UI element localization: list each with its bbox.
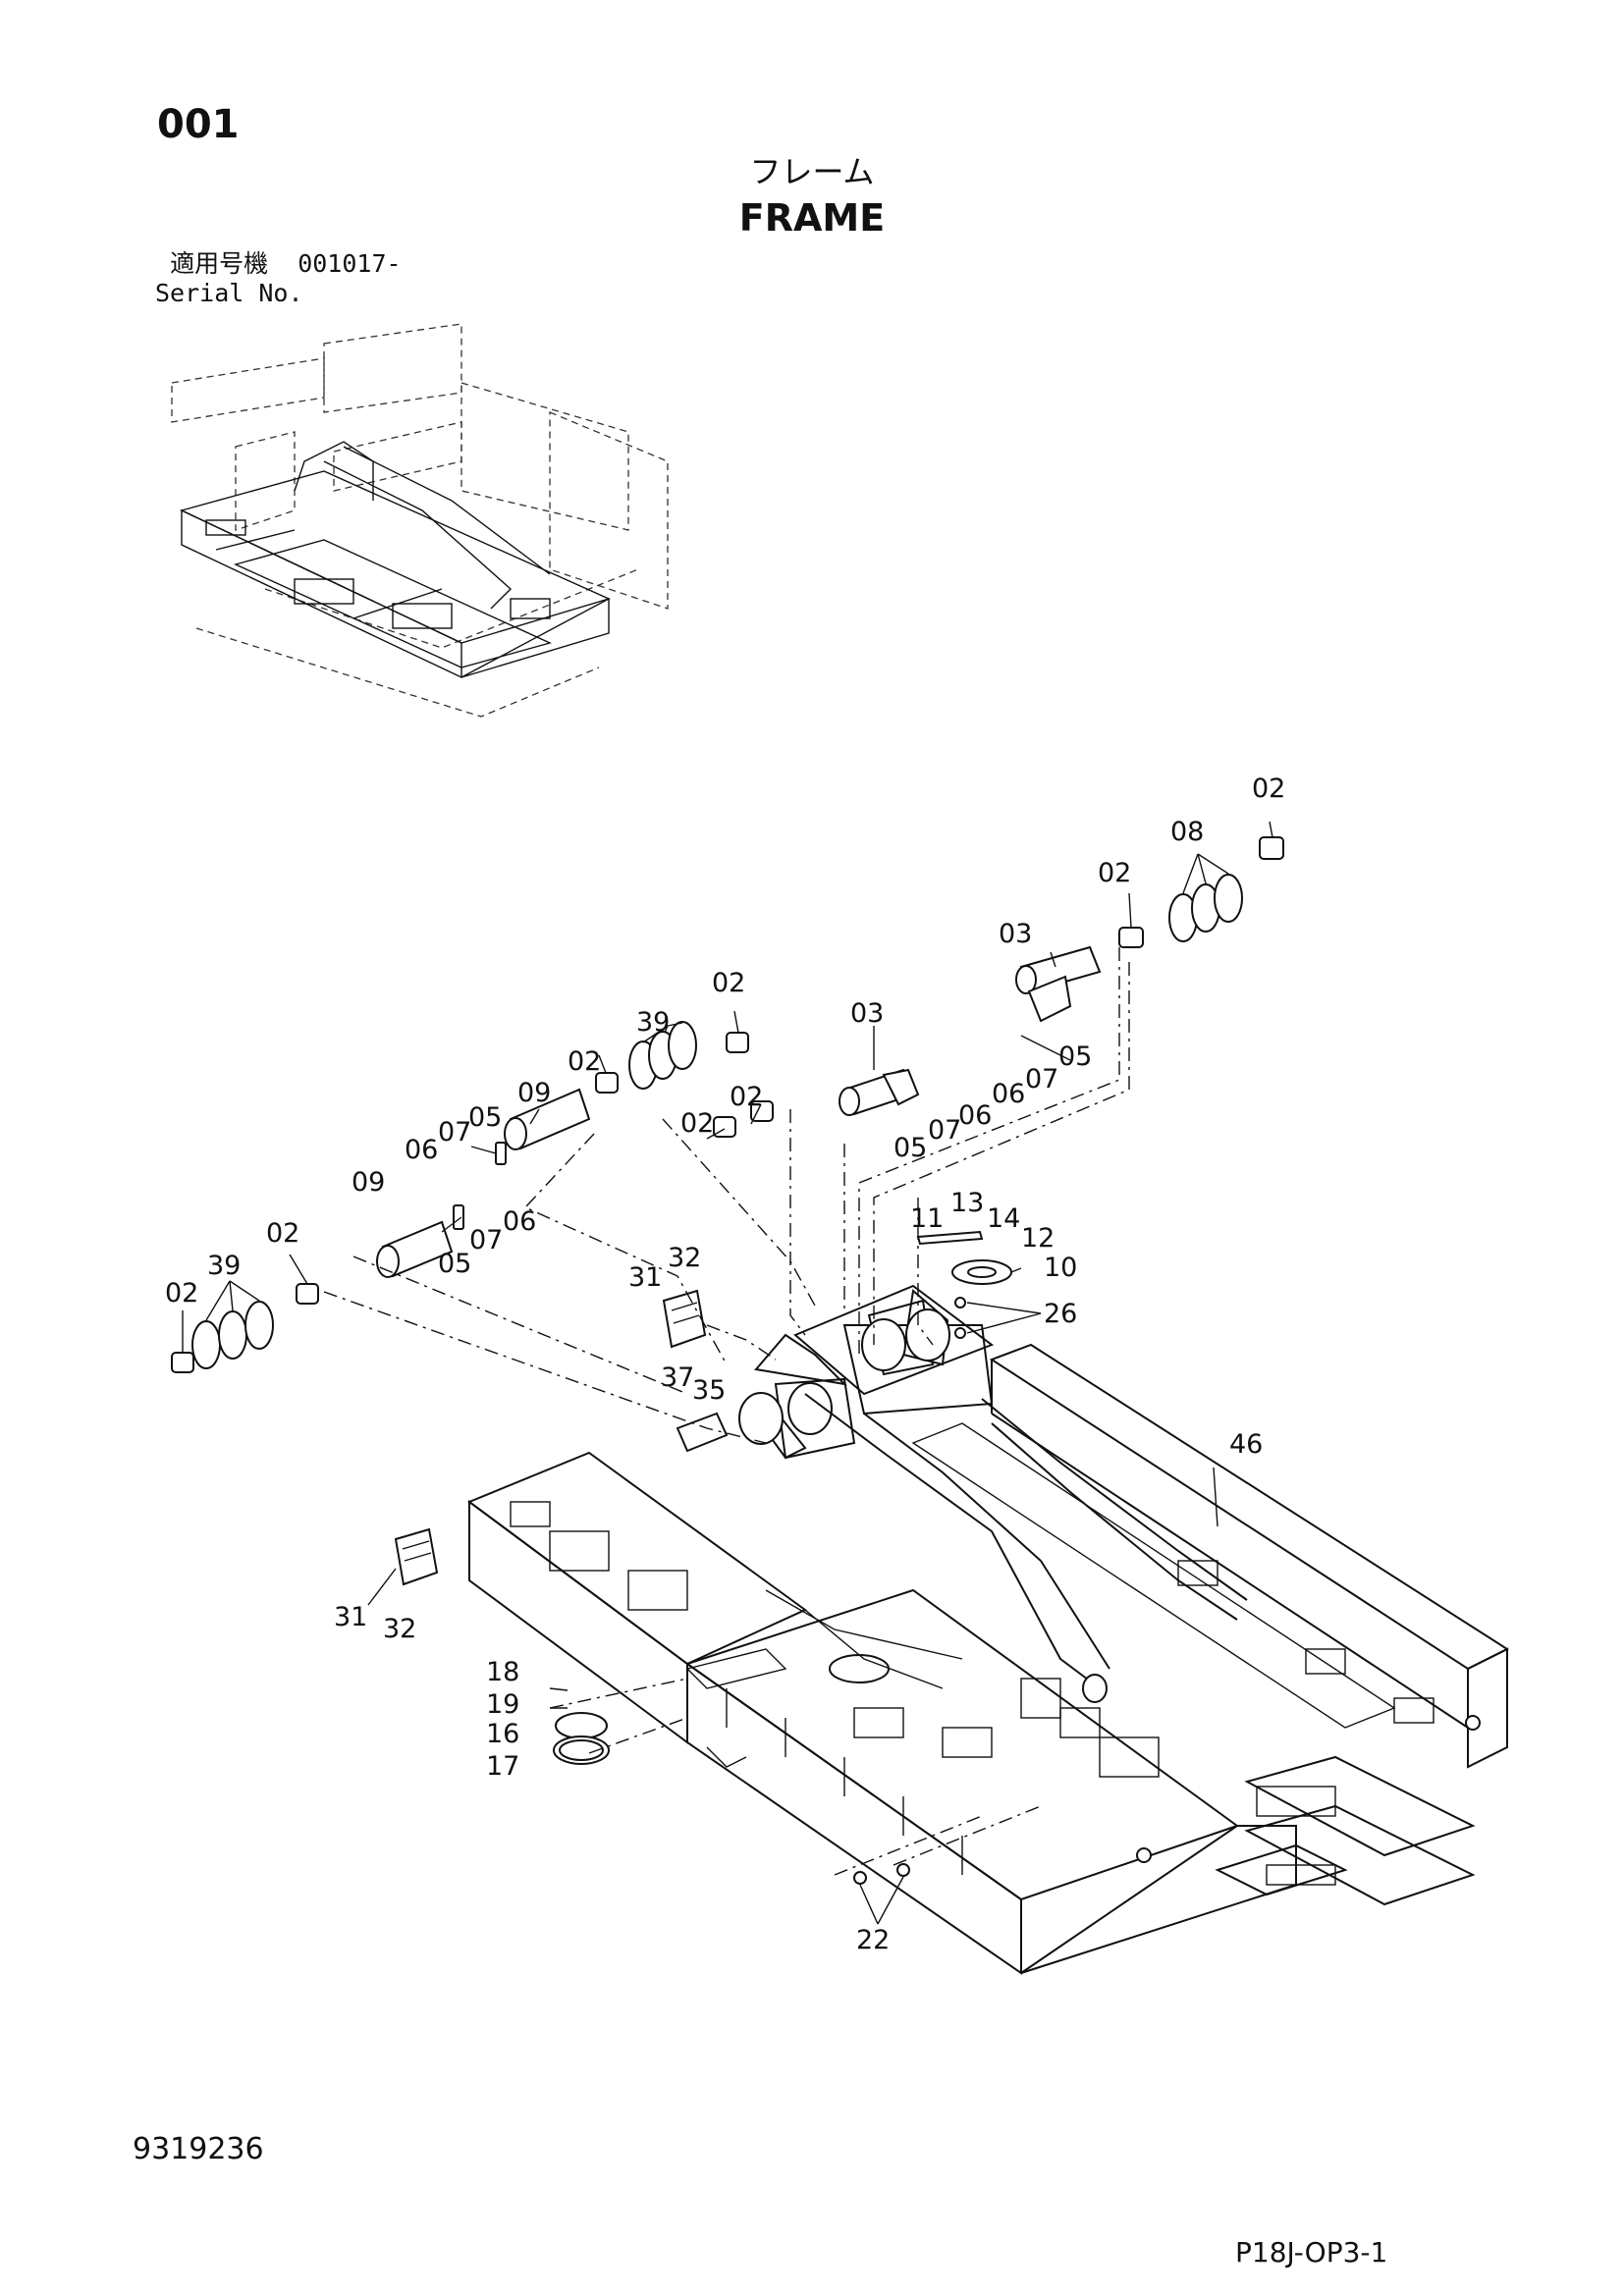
callout-05: 05 — [438, 1249, 471, 1279]
callout-13: 13 — [950, 1188, 984, 1218]
callout-09: 09 — [352, 1167, 385, 1198]
callout-05: 05 — [893, 1133, 927, 1163]
callout-06: 06 — [958, 1100, 992, 1131]
callout-39: 39 — [207, 1251, 241, 1281]
callout-02: 02 — [1098, 858, 1131, 888]
callout-12: 12 — [1021, 1223, 1055, 1254]
callout-08: 08 — [1170, 817, 1204, 847]
callout-37: 37 — [661, 1362, 694, 1393]
callout-02: 02 — [266, 1218, 299, 1249]
callout-31: 31 — [628, 1262, 662, 1293]
callout-22: 22 — [856, 1925, 890, 1955]
callout-46: 46 — [1229, 1429, 1263, 1460]
leader-lines — [182, 821, 1273, 1925]
callout-09: 09 — [517, 1078, 551, 1108]
exploded-parts — [171, 836, 1284, 1885]
callout-35: 35 — [692, 1375, 726, 1406]
callout-02: 02 — [165, 1278, 198, 1308]
document-id: 9319236 — [133, 2132, 264, 2166]
callout-07: 07 — [438, 1117, 471, 1148]
callout-03: 03 — [850, 998, 884, 1029]
serial-block: 適用号機 001017- Serial No. — [155, 249, 402, 308]
callout-32: 32 — [668, 1243, 701, 1273]
callout-39: 39 — [636, 1007, 670, 1038]
callout-02: 02 — [1252, 774, 1285, 804]
serial-value: 001017- — [298, 249, 402, 278]
serial-label-jp: 適用号機 — [170, 249, 269, 278]
callout-labels: 02 08 02 03 05 07 06 03 06 07 05 02 39 0… — [165, 774, 1285, 1955]
serial-label-en: Serial No. — [155, 279, 303, 307]
callout-02: 02 — [680, 1108, 714, 1139]
callout-07: 07 — [928, 1115, 961, 1146]
callout-05: 05 — [468, 1102, 502, 1133]
page-code: P18J-OP3-1 — [1235, 2236, 1388, 2269]
callout-18: 18 — [486, 1657, 519, 1687]
callout-16: 16 — [486, 1719, 519, 1749]
callout-10: 10 — [1044, 1253, 1077, 1283]
callout-31: 31 — [334, 1602, 367, 1632]
callout-06: 06 — [503, 1206, 536, 1237]
callout-32: 32 — [383, 1614, 416, 1644]
page-title: FRAME — [738, 196, 886, 240]
callout-02: 02 — [730, 1082, 763, 1112]
title-japanese: フレーム — [749, 153, 875, 190]
serial-row: 適用号機 001017- — [155, 249, 402, 279]
callout-06: 06 — [405, 1135, 438, 1165]
callout-02: 02 — [712, 968, 745, 998]
callout-14: 14 — [987, 1203, 1020, 1234]
callout-26: 26 — [1044, 1299, 1077, 1329]
callout-07: 07 — [1025, 1064, 1058, 1095]
callout-19: 19 — [486, 1689, 519, 1720]
callout-07: 07 — [469, 1225, 503, 1255]
page-number: 001 — [157, 102, 240, 147]
overview-thumbnail — [171, 323, 669, 718]
callout-02: 02 — [568, 1046, 601, 1077]
frame-body — [466, 1284, 1510, 1975]
callout-03: 03 — [999, 919, 1032, 949]
callout-17: 17 — [486, 1751, 519, 1782]
assembly-lines — [323, 947, 1130, 1876]
callout-05: 05 — [1058, 1041, 1092, 1072]
callout-06: 06 — [992, 1079, 1025, 1109]
callout-11: 11 — [910, 1203, 944, 1234]
